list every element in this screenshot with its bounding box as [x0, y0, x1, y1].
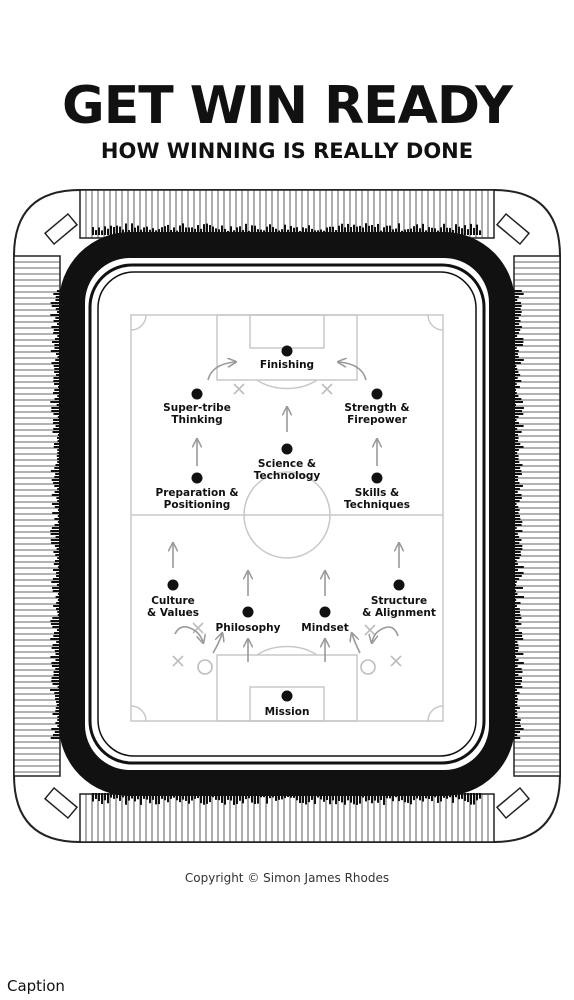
crowd-band [59, 232, 515, 796]
node-dot-mindset [319, 606, 331, 618]
node-label-super-tribe-thinking: Super-tribe Thinking [163, 402, 231, 426]
stand-left [13, 255, 61, 777]
node-label-preparation-positioning: Preparation & Positioning [155, 487, 239, 511]
tactic-circles [197, 659, 376, 675]
node-label-mindset: Mindset [301, 622, 349, 634]
flow-arrows [173, 362, 399, 662]
caption-text: Caption [7, 977, 65, 995]
node-label-culture-values: Culture & Values [147, 595, 199, 619]
node-label-strength-firepower: Strength & Firepower [344, 402, 410, 426]
crowd-texture [50, 223, 524, 805]
stadium-diagram [13, 189, 561, 843]
node-dot-philosophy [242, 606, 254, 618]
node-label-philosophy: Philosophy [215, 622, 281, 634]
node-dot-super-tribe-thinking [191, 388, 203, 400]
pitch-markings [130, 314, 444, 722]
stand-bottom [79, 793, 495, 843]
node-dot-finishing [281, 345, 293, 357]
node-label-finishing: Finishing [259, 359, 315, 371]
node-dot-strength-firepower [371, 388, 383, 400]
corner-stands [43, 212, 531, 820]
node-label-mission: Mission [264, 706, 310, 718]
node-dot-culture-values [167, 579, 179, 591]
node-label-science-technology: Science & Technology [253, 458, 321, 482]
node-label-structure-alignment: Structure & Alignment [362, 595, 436, 619]
pitch-surround-inner [97, 271, 477, 757]
copyright-text: Copyright © Simon James Rhodes [184, 871, 390, 885]
node-dot-skills-techniques [371, 472, 383, 484]
stand-right [513, 255, 561, 777]
node-label-skills-techniques: Skills & Techniques [343, 487, 411, 511]
tactic-crosses [172, 383, 402, 667]
page-title: GET WIN READY [62, 76, 513, 136]
node-dot-preparation-positioning [191, 472, 203, 484]
node-dot-mission [281, 690, 293, 702]
page-subtitle: HOW WINNING IS REALLY DONE [100, 139, 474, 163]
node-dot-structure-alignment [393, 579, 405, 591]
node-dots [167, 345, 405, 702]
node-dot-science-technology [281, 443, 293, 455]
